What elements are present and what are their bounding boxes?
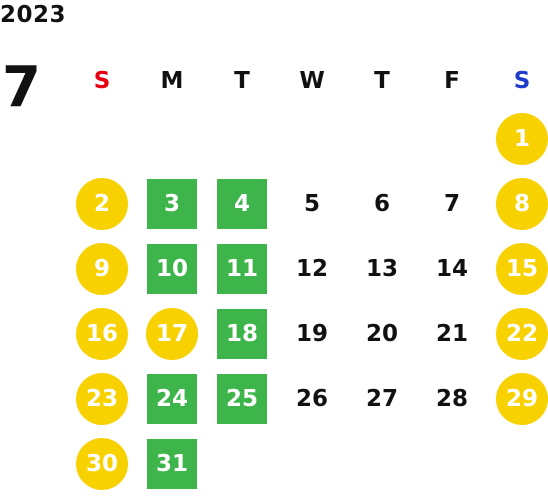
weekday-wed: W xyxy=(299,68,325,94)
day-2[interactable]: 2 xyxy=(76,177,128,230)
day-cell: 18 xyxy=(207,301,277,366)
day-19[interactable]: 19 xyxy=(295,320,328,347)
day-cell: 22 xyxy=(487,301,548,366)
day-cell: 17 xyxy=(137,301,207,366)
day-cell: 9 xyxy=(67,236,137,301)
day-cell: 28 xyxy=(417,366,487,431)
day-13[interactable]: 13 xyxy=(365,255,398,282)
day-cell: 29 xyxy=(487,366,548,431)
day-cell: 4 xyxy=(207,171,277,236)
day-cell: 20 xyxy=(347,301,417,366)
day-7[interactable]: 7 xyxy=(443,190,460,217)
weekday-thu: T xyxy=(374,68,390,94)
day-10[interactable]: 10 xyxy=(147,243,197,294)
day-20[interactable]: 20 xyxy=(365,320,398,347)
day-28[interactable]: 28 xyxy=(435,385,468,412)
week-row: 1 xyxy=(67,106,548,171)
day-23[interactable]: 23 xyxy=(76,372,128,425)
day-cell: 3 xyxy=(137,171,207,236)
day-cell: 15 xyxy=(487,236,548,301)
day-5[interactable]: 5 xyxy=(303,190,320,217)
day-8[interactable]: 8 xyxy=(496,177,548,230)
week-row: 23 24 25 26 27 28 29 xyxy=(67,366,548,431)
day-26[interactable]: 26 xyxy=(295,385,328,412)
day-29[interactable]: 29 xyxy=(496,372,548,425)
day-16[interactable]: 16 xyxy=(76,307,128,360)
day-cell: 12 xyxy=(277,236,347,301)
day-cell: 7 xyxy=(417,171,487,236)
day-cell xyxy=(207,106,277,171)
day-25[interactable]: 25 xyxy=(217,373,267,424)
week-row: 30 31 xyxy=(67,431,548,496)
weekday-tue: T xyxy=(234,68,250,94)
day-cell: 31 xyxy=(137,431,207,496)
weekday-sun: S xyxy=(93,68,111,94)
day-cell: 1 xyxy=(487,106,548,171)
day-cell xyxy=(277,106,347,171)
day-cell: 24 xyxy=(137,366,207,431)
day-cell: 11 xyxy=(207,236,277,301)
day-cell: 14 xyxy=(417,236,487,301)
day-cell: 21 xyxy=(417,301,487,366)
day-cell xyxy=(417,106,487,171)
day-3[interactable]: 3 xyxy=(147,178,197,229)
day-cell: 13 xyxy=(347,236,417,301)
day-cell xyxy=(347,106,417,171)
day-15[interactable]: 15 xyxy=(496,242,548,295)
day-cell: 10 xyxy=(137,236,207,301)
day-cell: 5 xyxy=(277,171,347,236)
day-14[interactable]: 14 xyxy=(435,255,468,282)
day-cell xyxy=(67,106,137,171)
day-1[interactable]: 1 xyxy=(496,112,548,165)
weekday-mon: M xyxy=(160,68,184,94)
day-12[interactable]: 12 xyxy=(295,255,328,282)
day-cell xyxy=(207,431,277,496)
day-9[interactable]: 9 xyxy=(76,242,128,295)
month-label: 7 xyxy=(2,55,41,120)
day-cell: 26 xyxy=(277,366,347,431)
day-cell xyxy=(347,431,417,496)
day-cell: 2 xyxy=(67,171,137,236)
day-cell: 8 xyxy=(487,171,548,236)
day-cell: 27 xyxy=(347,366,417,431)
day-6[interactable]: 6 xyxy=(373,190,390,217)
weekday-sat: S xyxy=(513,68,531,94)
week-row: 16 17 18 19 20 21 22 xyxy=(67,301,548,366)
weekday-fri: F xyxy=(444,68,460,94)
day-cell: 6 xyxy=(347,171,417,236)
day-27[interactable]: 27 xyxy=(365,385,398,412)
day-11[interactable]: 11 xyxy=(217,243,267,294)
day-cell xyxy=(137,106,207,171)
day-cell xyxy=(487,431,548,496)
day-30[interactable]: 30 xyxy=(76,437,128,490)
day-17[interactable]: 17 xyxy=(146,307,198,360)
day-cell: 16 xyxy=(67,301,137,366)
day-cell xyxy=(417,431,487,496)
day-cell: 23 xyxy=(67,366,137,431)
day-cell: 30 xyxy=(67,431,137,496)
day-22[interactable]: 22 xyxy=(496,307,548,360)
day-18[interactable]: 18 xyxy=(217,308,267,359)
day-21[interactable]: 21 xyxy=(435,320,468,347)
weekday-header: S M T W T F S xyxy=(67,56,548,106)
day-cell xyxy=(277,431,347,496)
day-31[interactable]: 31 xyxy=(147,438,197,489)
week-row: 9 10 11 12 13 14 15 xyxy=(67,236,548,301)
day-4[interactable]: 4 xyxy=(217,178,267,229)
day-cell: 25 xyxy=(207,366,277,431)
day-24[interactable]: 24 xyxy=(147,373,197,424)
year-label: 2023 xyxy=(0,2,67,28)
day-cell: 19 xyxy=(277,301,347,366)
